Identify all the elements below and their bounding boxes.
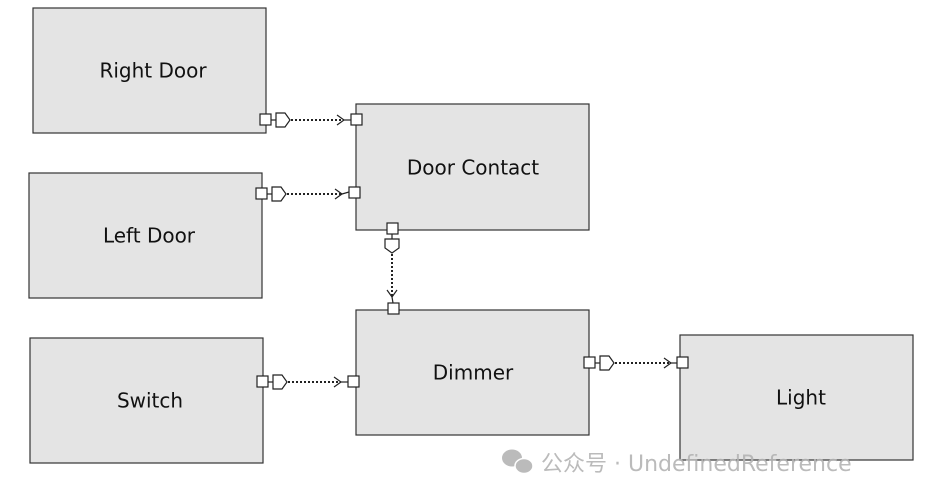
node-left-door[interactable]: Left Door xyxy=(28,172,263,299)
pentagon-connector-icon xyxy=(275,112,291,128)
node-switch[interactable]: Switch xyxy=(29,337,264,464)
node-door-contact[interactable]: Door Contact xyxy=(355,103,590,231)
node-label: Left Door xyxy=(103,224,196,248)
connection-dimmer-light[interactable] xyxy=(583,355,689,371)
input-port[interactable] xyxy=(347,375,360,388)
node-dimmer[interactable]: Dimmer xyxy=(355,309,590,436)
output-port[interactable] xyxy=(386,222,399,235)
pentagon-connector-icon xyxy=(271,186,287,202)
input-port[interactable] xyxy=(387,302,400,315)
input-port[interactable] xyxy=(350,113,363,126)
node-label: Dimmer xyxy=(433,361,514,385)
wechat-icon xyxy=(502,449,534,475)
input-port[interactable] xyxy=(676,356,689,369)
pentagon-connector-icon xyxy=(599,355,615,371)
connection-right-door-door-contact[interactable] xyxy=(259,112,363,128)
output-port[interactable] xyxy=(259,113,272,126)
pentagon-connector-icon xyxy=(272,374,288,390)
connection-left-door-door-contact[interactable] xyxy=(255,186,361,202)
node-label: Right Door xyxy=(99,59,207,83)
node-label: Door Contact xyxy=(407,156,539,180)
input-port[interactable] xyxy=(348,186,361,199)
node-label: Light xyxy=(776,386,826,410)
pentagon-connector-icon xyxy=(384,238,400,254)
connection-switch-dimmer[interactable] xyxy=(256,374,360,390)
node-right-door[interactable]: Right Door xyxy=(32,7,267,134)
node-label: Switch xyxy=(117,389,183,413)
output-port[interactable] xyxy=(256,375,269,388)
watermark: 公众号 · UndefinedReference xyxy=(502,449,852,477)
output-port[interactable] xyxy=(255,187,268,200)
node-light[interactable]: Light xyxy=(679,334,914,461)
connection-door-contact-dimmer[interactable] xyxy=(384,222,400,315)
watermark-text: 公众号 · UndefinedReference xyxy=(541,452,852,477)
output-port[interactable] xyxy=(583,356,596,369)
